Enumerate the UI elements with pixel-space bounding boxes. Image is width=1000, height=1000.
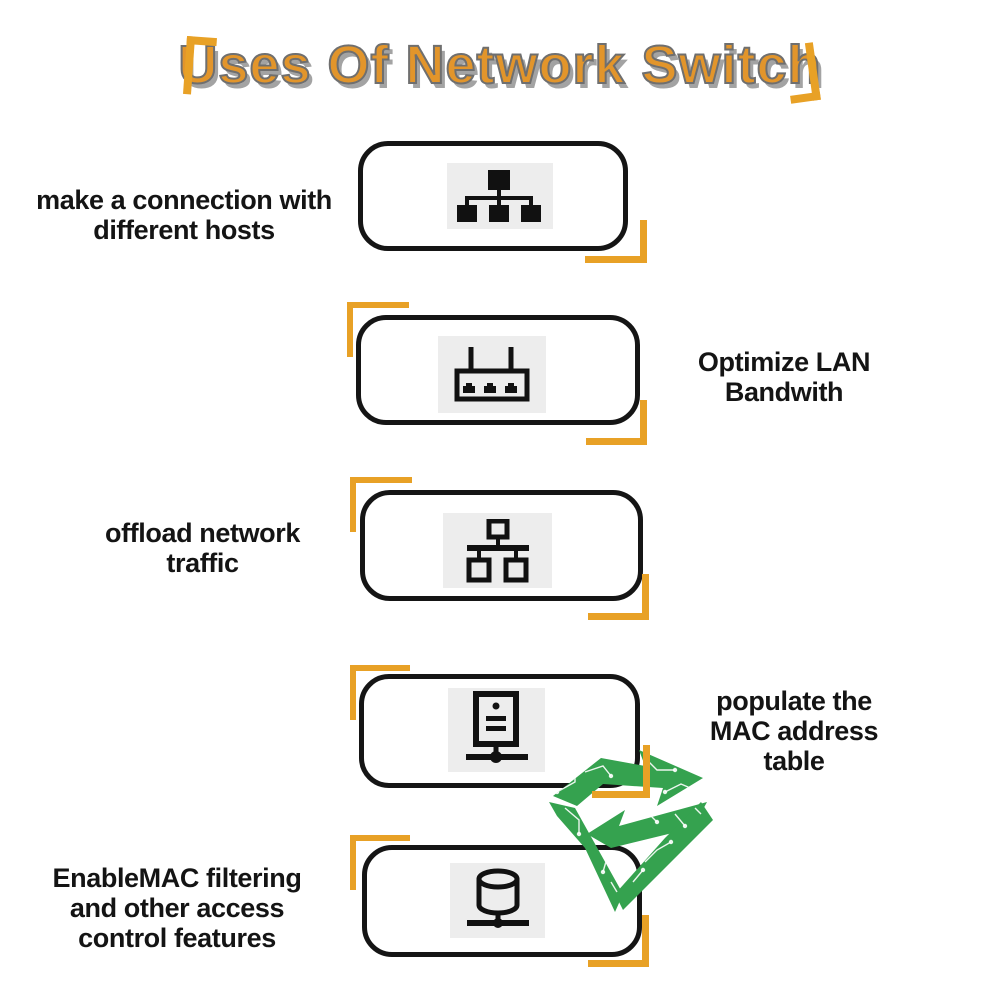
label-line: populate the bbox=[716, 686, 872, 716]
corner-bracket-bottom-right bbox=[588, 915, 649, 967]
corner-bracket-bottom-right bbox=[592, 745, 650, 798]
label-line: table bbox=[763, 746, 825, 776]
label-line: Bandwith bbox=[724, 377, 844, 407]
label-line: different hosts bbox=[93, 215, 275, 245]
item-label-mac-table: populate the MAC address table bbox=[665, 686, 923, 776]
label-line: and other access bbox=[69, 893, 285, 923]
network-storage-icon bbox=[450, 863, 545, 938]
lan-switch-icon bbox=[438, 336, 546, 413]
corner-bracket-top-left bbox=[350, 477, 412, 532]
label-line: MAC address bbox=[709, 716, 879, 746]
network-topology-icon bbox=[443, 513, 552, 588]
label-line: make a connection with bbox=[36, 185, 332, 215]
label-line: EnableMAC filtering bbox=[52, 863, 302, 893]
item-label-mac-filtering: EnableMAC filtering and other access con… bbox=[18, 863, 336, 953]
item-label-offload-traffic: offload network traffic bbox=[50, 518, 355, 578]
page-title: Uses Of Network Switch bbox=[177, 34, 822, 96]
corner-bracket-top-left bbox=[350, 835, 410, 890]
corner-bracket-bottom-right bbox=[588, 574, 649, 620]
label-line: control features bbox=[78, 923, 276, 953]
network-server-icon bbox=[448, 688, 545, 772]
corner-bracket-top-left bbox=[350, 665, 410, 720]
title-bracket-left bbox=[183, 36, 217, 96]
item-box-connect-hosts bbox=[358, 141, 628, 251]
item-label-connect-hosts: make a connection with different hosts bbox=[8, 185, 360, 245]
corner-bracket-top-left bbox=[347, 302, 409, 357]
item-label-optimize-lan: Optimize LAN Bandwith bbox=[650, 347, 918, 407]
label-line: offload network bbox=[105, 518, 300, 548]
label-line: traffic bbox=[166, 548, 239, 578]
corner-bracket-bottom-right bbox=[586, 400, 647, 445]
circuit-diamond-logo bbox=[549, 750, 713, 912]
label-line: Optimize LAN bbox=[697, 347, 871, 377]
network-hierarchy-icon bbox=[447, 163, 553, 229]
corner-bracket-bottom-right bbox=[585, 220, 647, 263]
